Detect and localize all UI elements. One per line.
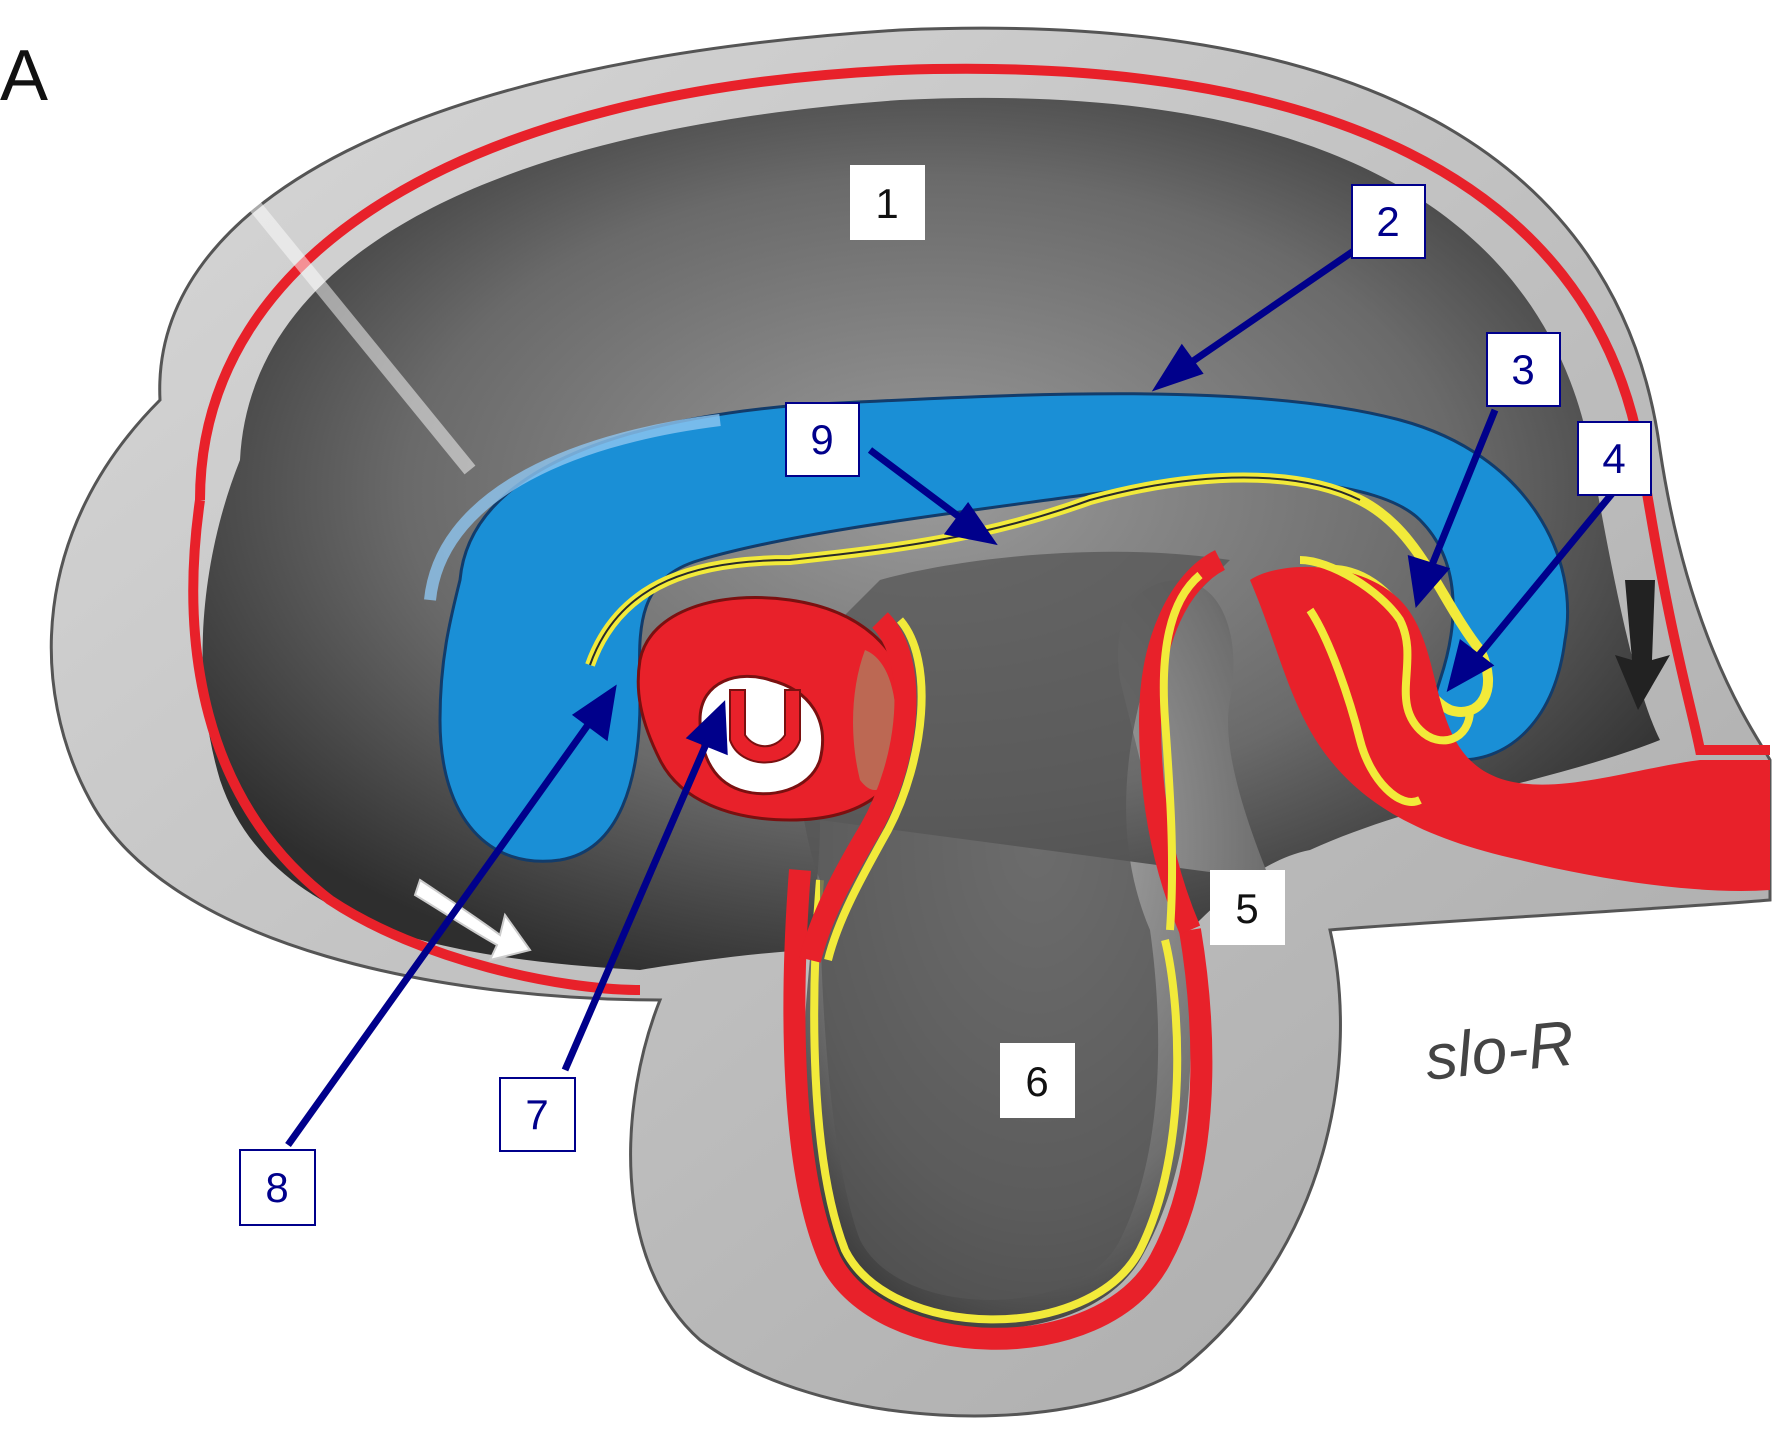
label-1: 1 <box>850 165 925 240</box>
svg-text:4: 4 <box>1602 435 1625 482</box>
label-2: 2 <box>1352 185 1425 258</box>
label-4: 4 <box>1578 422 1651 495</box>
svg-text:5: 5 <box>1235 885 1258 932</box>
label-3: 3 <box>1487 333 1560 406</box>
svg-text:8: 8 <box>265 1164 288 1211</box>
label-9: 9 <box>786 403 859 476</box>
svg-text:3: 3 <box>1511 346 1534 393</box>
svg-text:2: 2 <box>1376 198 1399 245</box>
svg-text:9: 9 <box>810 416 833 463</box>
label-6: 6 <box>1000 1043 1075 1118</box>
svg-text:6: 6 <box>1025 1058 1048 1105</box>
svg-text:1: 1 <box>875 180 898 227</box>
artist-signature: slo-R <box>1422 1007 1578 1094</box>
label-5: 5 <box>1210 870 1285 945</box>
label-8: 8 <box>240 1150 315 1225</box>
panel-letter: A <box>0 36 48 116</box>
svg-text:7: 7 <box>525 1091 548 1138</box>
label-7: 7 <box>500 1078 575 1151</box>
